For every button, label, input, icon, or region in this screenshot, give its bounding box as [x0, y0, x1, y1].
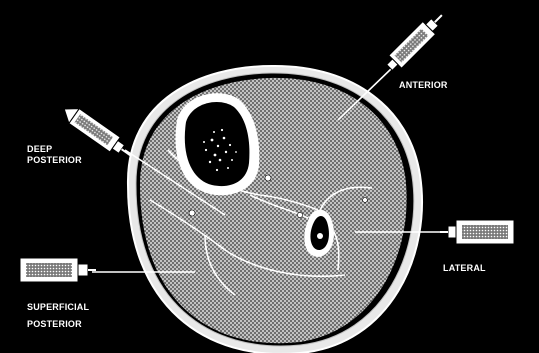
- label-anterior: ANTERIOR: [399, 80, 448, 90]
- tibia-bone: [177, 94, 259, 194]
- label-deep-posterior-line2: POSTERIOR: [27, 155, 82, 165]
- label-deep-posterior-line1: DEEP: [27, 144, 52, 154]
- label-superficial-posterior-line1: SUPERFICIAL: [27, 302, 90, 312]
- label-lateral: LATERAL: [443, 263, 486, 273]
- label-superficial-posterior-line2: POSTERIOR: [27, 319, 82, 329]
